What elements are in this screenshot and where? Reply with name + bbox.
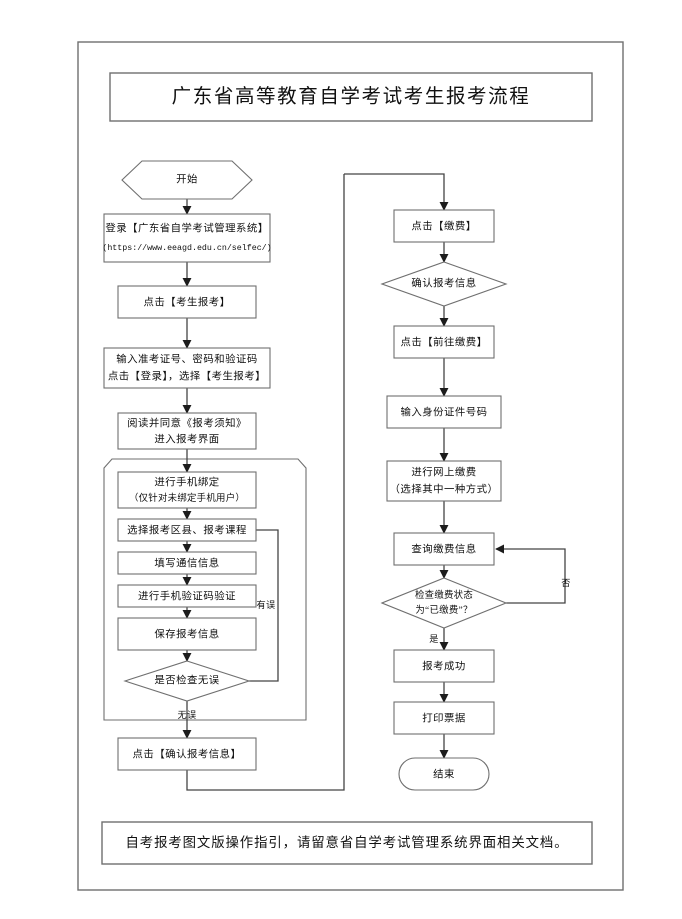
node-end-label: 结束 [433,767,455,780]
node-save-info-label: 保存报考信息 [154,627,219,640]
node-bind-phone-label: 进行手机绑定 [154,475,219,488]
node-check-paid-status-label: 检查缴费状态 [415,589,473,601]
page-title: 广东省高等教育自学考试考生报考流程 [172,85,531,107]
node-query-payment[interactable] [393,532,495,566]
node-read-notice-label2: 进入报考界面 [154,432,219,445]
node-login-url: (https://www.eeagd.edu.cn/selfec/) [102,243,271,253]
node-fill-communication[interactable] [117,551,257,575]
node-query-payment-label: 查询缴费信息 [411,542,476,555]
node-registration-success[interactable] [393,649,495,683]
node-enter-id-number[interactable] [386,395,502,429]
node-verify-sms[interactable] [117,584,257,608]
node-goto-pay[interactable] [393,325,495,359]
registration-group-box [103,458,307,721]
node-confirm-registration[interactable] [117,737,257,771]
node-check-ok-label: 是否检查无误 [154,673,219,686]
edge-label-wuwu: 无误 [178,710,197,720]
node-select-area[interactable] [117,518,257,542]
node-start-label: 开始 [176,172,198,185]
node-check-ok[interactable] [123,660,251,702]
node-read-notice[interactable] [117,412,257,450]
node-online-pay[interactable] [386,460,502,502]
edge-label-shi: 是 [429,634,439,644]
node-click-pay-label: 点击【缴费】 [411,219,476,232]
footer-note-box [101,821,593,865]
node-print-receipt[interactable] [393,701,495,735]
node-bind-phone[interactable] [117,471,257,509]
edge-checkpaid-no-loop [495,544,566,604]
node-fill-communication-label: 填写通信信息 [154,556,219,569]
node-verify-sms-label: 进行手机验证码验证 [138,589,236,602]
node-registration-success-label: 报考成功 [422,659,466,672]
node-login-label: 登录【广东省自学考试管理系统】 [105,221,268,234]
node-confirm-registration-label: 点击【确认报考信息】 [133,747,242,760]
node-click-pay[interactable] [393,209,495,243]
node-bind-phone-label2: （仅针对未绑定手机用户） [129,492,245,504]
edge-confirm-to-rightcolumn [186,174,345,791]
node-enter-id-number-label: 输入身份证件号码 [400,405,487,418]
node-start[interactable] [121,160,253,200]
node-confirm-reg-info-label: 确认报考信息 [411,276,476,289]
node-read-notice-label: 阅读并同意《报考须知》 [127,416,247,429]
node-save-info[interactable] [117,617,257,651]
page-border [77,41,624,891]
node-enter-credentials[interactable] [103,347,271,389]
node-select-area-label: 选择报考区县、报考课程 [127,523,247,536]
node-check-paid-status-label2: 为“已缴费”？ [415,604,472,616]
node-confirm-reg-info[interactable] [380,261,508,307]
node-login[interactable] [103,213,271,263]
node-end[interactable] [398,757,490,791]
footer-note-text: 自考报考图文版操作指引，请留意省自学考试管理系统界面相关文档。 [125,834,568,850]
node-check-paid-status[interactable] [380,577,508,629]
node-enter-credentials-label: 输入准考证号、密码和验证码 [116,352,258,365]
edge-top-into-clickpay [344,173,449,211]
node-goto-pay-label: 点击【前往缴费】 [400,335,487,348]
node-click-exam[interactable] [117,285,257,319]
node-click-exam-label: 点击【考生报考】 [143,295,230,308]
node-online-pay-label2: （选择其中一种方式） [390,482,499,495]
title-box [109,72,593,122]
node-enter-credentials-label2: 点击【登录】，选择【考生报考】 [108,369,266,382]
edge-label-youwu: 有误 [257,599,276,610]
node-online-pay-label: 进行网上缴费 [411,465,476,478]
node-print-receipt-label: 打印票据 [422,711,466,724]
edge-label-fou: 否 [561,578,571,588]
